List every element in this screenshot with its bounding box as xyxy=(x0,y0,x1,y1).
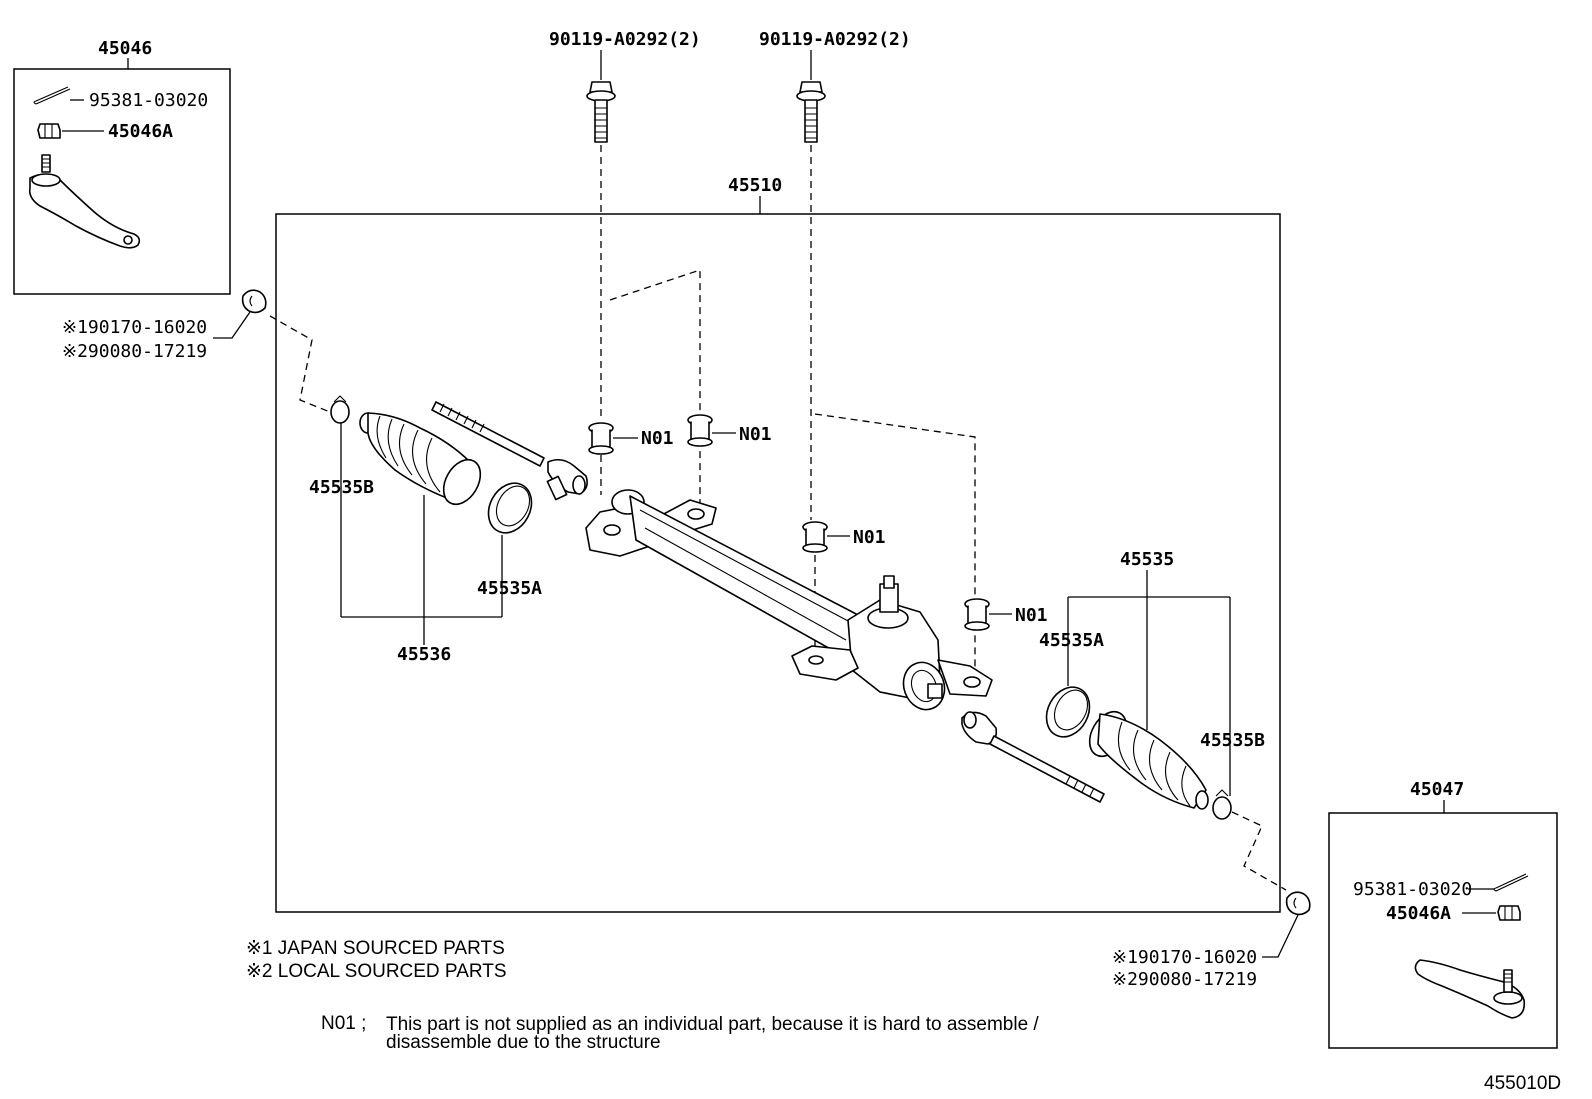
label-45046[interactable]: 45046 xyxy=(98,38,152,59)
boot-set-left-group: 45535B 45535A 45536 xyxy=(309,395,542,665)
label-45047[interactable]: 45047 xyxy=(1410,779,1464,800)
label-45535A-right[interactable]: 45535A xyxy=(1039,630,1104,651)
bushing-2-icon xyxy=(687,414,713,447)
label-45535B-left[interactable]: 45535B xyxy=(309,477,374,498)
tie-rod-end-left-icon xyxy=(28,154,141,249)
label-N01-1[interactable]: N01 xyxy=(641,428,674,449)
flange-bolt-right-icon xyxy=(796,81,826,143)
label-45046A-right[interactable]: 45046A xyxy=(1386,903,1451,924)
label-95381-03020-left[interactable]: 95381-03020 xyxy=(89,90,208,111)
inner-tie-rod-right-icon xyxy=(961,711,1105,803)
label-45535B-right[interactable]: 45535B xyxy=(1200,730,1265,751)
gear-assembly-box xyxy=(275,213,1281,913)
tie-rod-end-left-group: 45046 95381-03020 45046A xyxy=(13,38,231,295)
note-n01-line-1: This part is not supplied as an individu… xyxy=(386,1014,1039,1035)
seal-right-group: ※190170-16020 ※290080-17219 xyxy=(1112,891,1311,990)
label-45046A-left[interactable]: 45046A xyxy=(108,121,173,142)
clip-left-icon xyxy=(330,395,350,424)
label-seal-right-2[interactable]: ※290080-17219 xyxy=(1112,969,1257,990)
bushing-3-group: N01 xyxy=(802,521,886,553)
label-45535-right[interactable]: 45535 xyxy=(1120,549,1174,570)
diagram-code: 455010D xyxy=(1484,1073,1561,1094)
gear-assembly-group: 45510 xyxy=(275,175,1281,913)
bushing-1-group: N01 xyxy=(588,422,674,455)
label-N01-4[interactable]: N01 xyxy=(1015,605,1048,626)
label-N01-2[interactable]: N01 xyxy=(739,424,772,445)
castle-nut-right-icon xyxy=(1497,905,1521,921)
bushing-2-group: N01 xyxy=(687,414,772,447)
steering-rack-housing-icon xyxy=(585,489,993,711)
bellows-boot-left-icon xyxy=(359,412,482,506)
note-japan-sourced: ※1 JAPAN SOURCED PARTS xyxy=(246,938,505,959)
seal-left-group: ※190170-16020 ※290080-17219 xyxy=(62,289,267,362)
label-45536[interactable]: 45536 xyxy=(397,644,451,665)
cotter-pin-right-icon xyxy=(1493,873,1529,892)
flange-bolt-left-icon xyxy=(586,81,616,143)
label-seal-left-1[interactable]: ※190170-16020 xyxy=(62,317,207,338)
seal-cap-left-icon xyxy=(241,289,267,314)
note-local-sourced: ※2 LOCAL SOURCED PARTS xyxy=(246,961,507,982)
label-90119-A0292-left[interactable]: 90119-A0292(2) xyxy=(549,29,701,50)
bolt-left-group: 90119-A0292(2) xyxy=(549,29,701,420)
seal-cap-right-icon xyxy=(1285,891,1311,916)
clamp-right-icon xyxy=(1045,686,1091,738)
label-seal-right-1[interactable]: ※190170-16020 xyxy=(1112,947,1257,968)
tie-rod-end-right-icon xyxy=(1414,959,1526,1019)
bellows-boot-right-icon xyxy=(1088,710,1209,810)
bolt-right-group: 90119-A0292(2) xyxy=(759,29,911,520)
label-95381-03020-right[interactable]: 95381-03020 xyxy=(1353,879,1472,900)
clip-right-icon xyxy=(1212,789,1232,820)
castle-nut-left-icon xyxy=(37,123,61,139)
cotter-pin-left-icon xyxy=(33,86,71,105)
label-N01-3[interactable]: N01 xyxy=(853,527,886,548)
boot-set-right-group: 45535 45535A 45535B xyxy=(1039,549,1265,820)
tie-rod-end-left-box xyxy=(13,68,231,295)
note-n01-line-2: disassemble due to the structure xyxy=(386,1032,661,1053)
bushing-3-icon xyxy=(802,521,828,553)
tie-rod-end-right-group: 45047 95381-03020 45046A xyxy=(1328,779,1558,1049)
clamp-left-icon xyxy=(487,482,533,534)
bushing-4-icon xyxy=(964,598,990,631)
notes-group: ※1 JAPAN SOURCED PARTS ※2 LOCAL SOURCED … xyxy=(246,938,1039,1053)
label-45535A-left[interactable]: 45535A xyxy=(477,578,542,599)
inner-tie-rod-left-icon xyxy=(431,401,588,501)
label-seal-left-2[interactable]: ※290080-17219 xyxy=(62,341,207,362)
bushing-1-icon xyxy=(588,422,614,455)
label-90119-A0292-right[interactable]: 90119-A0292(2) xyxy=(759,29,911,50)
note-n01-key: N01 ; xyxy=(321,1013,366,1034)
label-45510[interactable]: 45510 xyxy=(728,175,782,196)
bushing-4-group: N01 xyxy=(964,598,1048,631)
tie-rod-end-right-box xyxy=(1328,812,1558,1049)
